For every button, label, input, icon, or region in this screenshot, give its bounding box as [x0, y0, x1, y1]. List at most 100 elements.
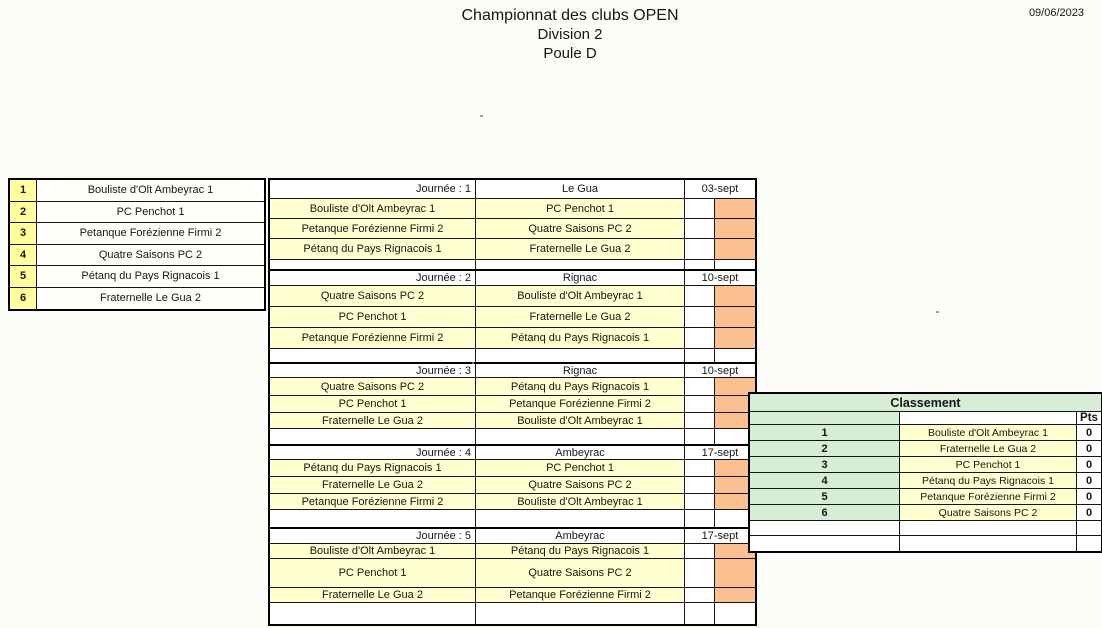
away-team: Quatre Saisons PC 2: [476, 219, 685, 239]
match-date: 10-sept: [685, 271, 755, 286]
highlight-cell: [715, 286, 755, 307]
page-header: Championnat des clubs OPEN Division 2 Po…: [190, 6, 950, 63]
journee-label: Journée : 3: [270, 364, 476, 378]
highlight-cell: [715, 378, 755, 396]
away-team: Quatre Saisons PC 2: [476, 477, 685, 494]
spacer-cell: [685, 349, 715, 362]
highlight-cell: [715, 494, 755, 510]
classement-team-cell: Petanque Forézienne Firmi 2: [900, 489, 1077, 505]
spacer-cell: [685, 510, 715, 527]
journee-label: Journée : 1: [270, 180, 476, 199]
score-cell: [685, 239, 715, 260]
away-team: Pétanq du Pays Rignacois 1: [476, 328, 685, 349]
pts-header: Pts: [1077, 412, 1101, 425]
home-team: Bouliste d'Olt Ambeyrac 1: [270, 199, 476, 219]
score-cell: [685, 328, 715, 349]
team-name: Bouliste d'Olt Ambeyrac 1: [37, 180, 264, 202]
away-team: Pétanq du Pays Rignacois 1: [476, 378, 685, 396]
spacer-cell: [715, 349, 755, 362]
highlight-cell: [715, 544, 755, 559]
rank-cell: 4: [750, 473, 900, 489]
home-team: PC Penchot 1: [270, 559, 476, 588]
journee-block-4: Journée : 4 Ambeyrac 17-sept Pétanq du P…: [270, 444, 755, 527]
home-team: Quatre Saisons PC 2: [270, 378, 476, 396]
venue: Ambeyrac: [476, 446, 685, 460]
rank-cell: 3: [750, 457, 900, 473]
home-team: Quatre Saisons PC 2: [270, 286, 476, 307]
match-date: 03-sept: [685, 180, 755, 199]
home-team: Bouliste d'Olt Ambeyrac 1: [270, 544, 476, 559]
pts-cell: 0: [1077, 441, 1101, 457]
pts-cell: 0: [1077, 457, 1101, 473]
home-team: Fraternelle Le Gua 2: [270, 477, 476, 494]
classement-team-cell: Pétanq du Pays Rignacois 1: [900, 473, 1077, 489]
score-cell: [685, 413, 715, 429]
spacer-cell: [750, 536, 900, 551]
rank-cell: 5: [750, 489, 900, 505]
score-cell: [685, 460, 715, 477]
away-team: Bouliste d'Olt Ambeyrac 1: [476, 413, 685, 429]
highlight-cell: [715, 413, 755, 429]
print-date: 09/06/2023: [1028, 7, 1084, 19]
home-team: Fraternelle Le Gua 2: [270, 588, 476, 603]
team-number: 4: [10, 244, 37, 266]
highlight-cell: [715, 460, 755, 477]
schedule-table: Journée : 1 Le Gua 03-sept Bouliste d'Ol…: [268, 178, 757, 626]
match-date: 17-sept: [685, 529, 755, 544]
away-team: Quatre Saisons PC 2: [476, 559, 685, 588]
highlight-cell: [715, 396, 755, 413]
spacer-cell: [476, 349, 685, 362]
team-number: 3: [10, 223, 37, 245]
spacer-cell: [900, 536, 1077, 551]
team-name: Fraternelle Le Gua 2: [37, 287, 264, 309]
team-number: 2: [10, 201, 37, 223]
team-name: Petanque Forézienne Firmi 2: [37, 223, 264, 245]
pts-cell: 0: [1077, 473, 1101, 489]
spacer-cell: [270, 510, 476, 527]
classement-title: Classement: [750, 394, 1101, 412]
journee-block-1: Journée : 1 Le Gua 03-sept Bouliste d'Ol…: [270, 180, 755, 269]
spacer-cell: [685, 260, 715, 269]
rank-cell: 1: [750, 425, 900, 441]
home-team: PC Penchot 1: [270, 307, 476, 328]
score-cell: [685, 307, 715, 328]
score-cell: [685, 286, 715, 307]
away-team: Petanque Forézienne Firmi 2: [476, 588, 685, 603]
highlight-cell: [715, 559, 755, 588]
match-date: 10-sept: [685, 364, 755, 378]
spacer-cell: [715, 260, 755, 269]
team-number: 5: [10, 266, 37, 288]
journee-block-2: Journée : 2 Rignac 10-sept Quatre Saison…: [270, 269, 755, 362]
score-cell: [685, 588, 715, 603]
highlight-cell: [715, 239, 755, 260]
spacer-cell: [270, 349, 476, 362]
spacer-cell: [685, 603, 715, 624]
home-team: PC Penchot 1: [270, 396, 476, 413]
teams-table: 1 Bouliste d'Olt Ambeyrac 1 2 PC Penchot…: [8, 178, 266, 311]
journee-block-3: Journée : 3 Rignac 10-sept Quatre Saison…: [270, 362, 755, 444]
spacer-cell: [476, 260, 685, 269]
spacer-cell: [270, 260, 476, 269]
journee-label: Journée : 2: [270, 271, 476, 286]
spacer-cell: [750, 521, 900, 536]
spacer-cell: [1077, 536, 1101, 551]
away-team: Bouliste d'Olt Ambeyrac 1: [476, 494, 685, 510]
away-team: PC Penchot 1: [476, 199, 685, 219]
classement-team-cell: Fraternelle Le Gua 2: [900, 441, 1077, 457]
team-header-spacer: [900, 412, 1077, 425]
score-cell: [685, 378, 715, 396]
page-title: Championnat des clubs OPEN: [461, 7, 679, 24]
classement-team-cell: Bouliste d'Olt Ambeyrac 1: [900, 425, 1077, 441]
score-cell: [685, 396, 715, 413]
journee-block-5: Journée : 5 Ambeyrac 17-sept Bouliste d'…: [270, 527, 755, 624]
home-team: Pétanq du Pays Rignacois 1: [270, 239, 476, 260]
venue: Ambeyrac: [476, 529, 685, 544]
team-name: Pétanq du Pays Rignacois 1: [37, 266, 264, 288]
score-cell: [685, 199, 715, 219]
away-team: Fraternelle Le Gua 2: [476, 307, 685, 328]
home-team: Fraternelle Le Gua 2: [270, 413, 476, 429]
venue: Rignac: [476, 364, 685, 378]
scan-speck: [472, 362, 474, 364]
spacer-cell: [270, 429, 476, 444]
score-cell: [685, 544, 715, 559]
